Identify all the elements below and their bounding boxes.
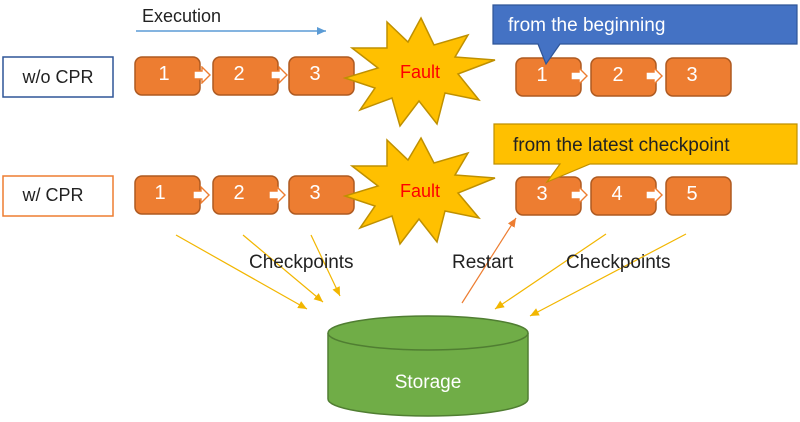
step-box: 5	[665, 176, 732, 216]
step-number: 2	[233, 182, 244, 204]
row-label: w/o CPR	[21, 67, 93, 87]
step-number: 1	[536, 64, 547, 86]
step-number: 5	[686, 183, 697, 205]
checkpoint-arrow	[310, 234, 341, 297]
storage-cylinder: Storage	[327, 315, 529, 417]
checkpoints-label: Checkpoints	[249, 252, 354, 273]
row-with-cpr: w/ CPR 1 2 3 Fault 3 4	[2, 123, 798, 246]
restart-arrow	[461, 217, 517, 304]
step-box: 3	[288, 175, 355, 215]
step-box: 1	[134, 175, 201, 215]
step-number: 2	[233, 63, 244, 85]
fault-burst: Fault	[342, 136, 496, 246]
step-box: 3	[288, 56, 355, 96]
fault-label: Fault	[400, 181, 440, 201]
step-box: 1	[134, 56, 201, 96]
checkpoint-arrow	[494, 233, 607, 310]
restart-label: Restart	[452, 252, 514, 273]
step-number: 1	[154, 182, 165, 204]
execution-label: Execution	[142, 6, 221, 26]
checkpoints-label: Checkpoints	[566, 252, 671, 273]
checkpoint-arrows	[175, 217, 687, 317]
step-box: 2	[212, 175, 279, 215]
checkpoint-arrow	[175, 234, 308, 310]
step-number: 2	[612, 64, 623, 86]
step-number: 3	[536, 183, 547, 205]
storage-label: Storage	[395, 372, 462, 393]
step-box: 2	[212, 56, 279, 96]
step-number: 1	[158, 63, 169, 85]
callout-from-latest-checkpoint: from the latest checkpoint	[493, 123, 798, 184]
step-box: 2	[590, 57, 657, 97]
step-number: 4	[611, 183, 622, 205]
checkpoint-arrow	[242, 234, 324, 303]
row-without-cpr: w/o CPR 1 2 3 Fault 1 2	[2, 4, 798, 128]
callout-from-beginning: from the beginning	[492, 4, 798, 66]
checkpoint-arrow	[529, 233, 687, 317]
fault-label: Fault	[400, 62, 440, 82]
row-label-box	[2, 175, 114, 217]
callout-text: from the latest checkpoint	[513, 135, 730, 156]
fault-burst: Fault	[342, 16, 496, 128]
step-number: 3	[309, 182, 320, 204]
step-box: 3	[665, 57, 732, 97]
execution-indicator: Execution	[136, 6, 326, 35]
row-label: w/ CPR	[21, 185, 83, 205]
callout-text: from the beginning	[508, 15, 665, 36]
row-label-box	[2, 56, 114, 98]
step-number: 3	[686, 64, 697, 86]
step-number: 3	[309, 63, 320, 85]
